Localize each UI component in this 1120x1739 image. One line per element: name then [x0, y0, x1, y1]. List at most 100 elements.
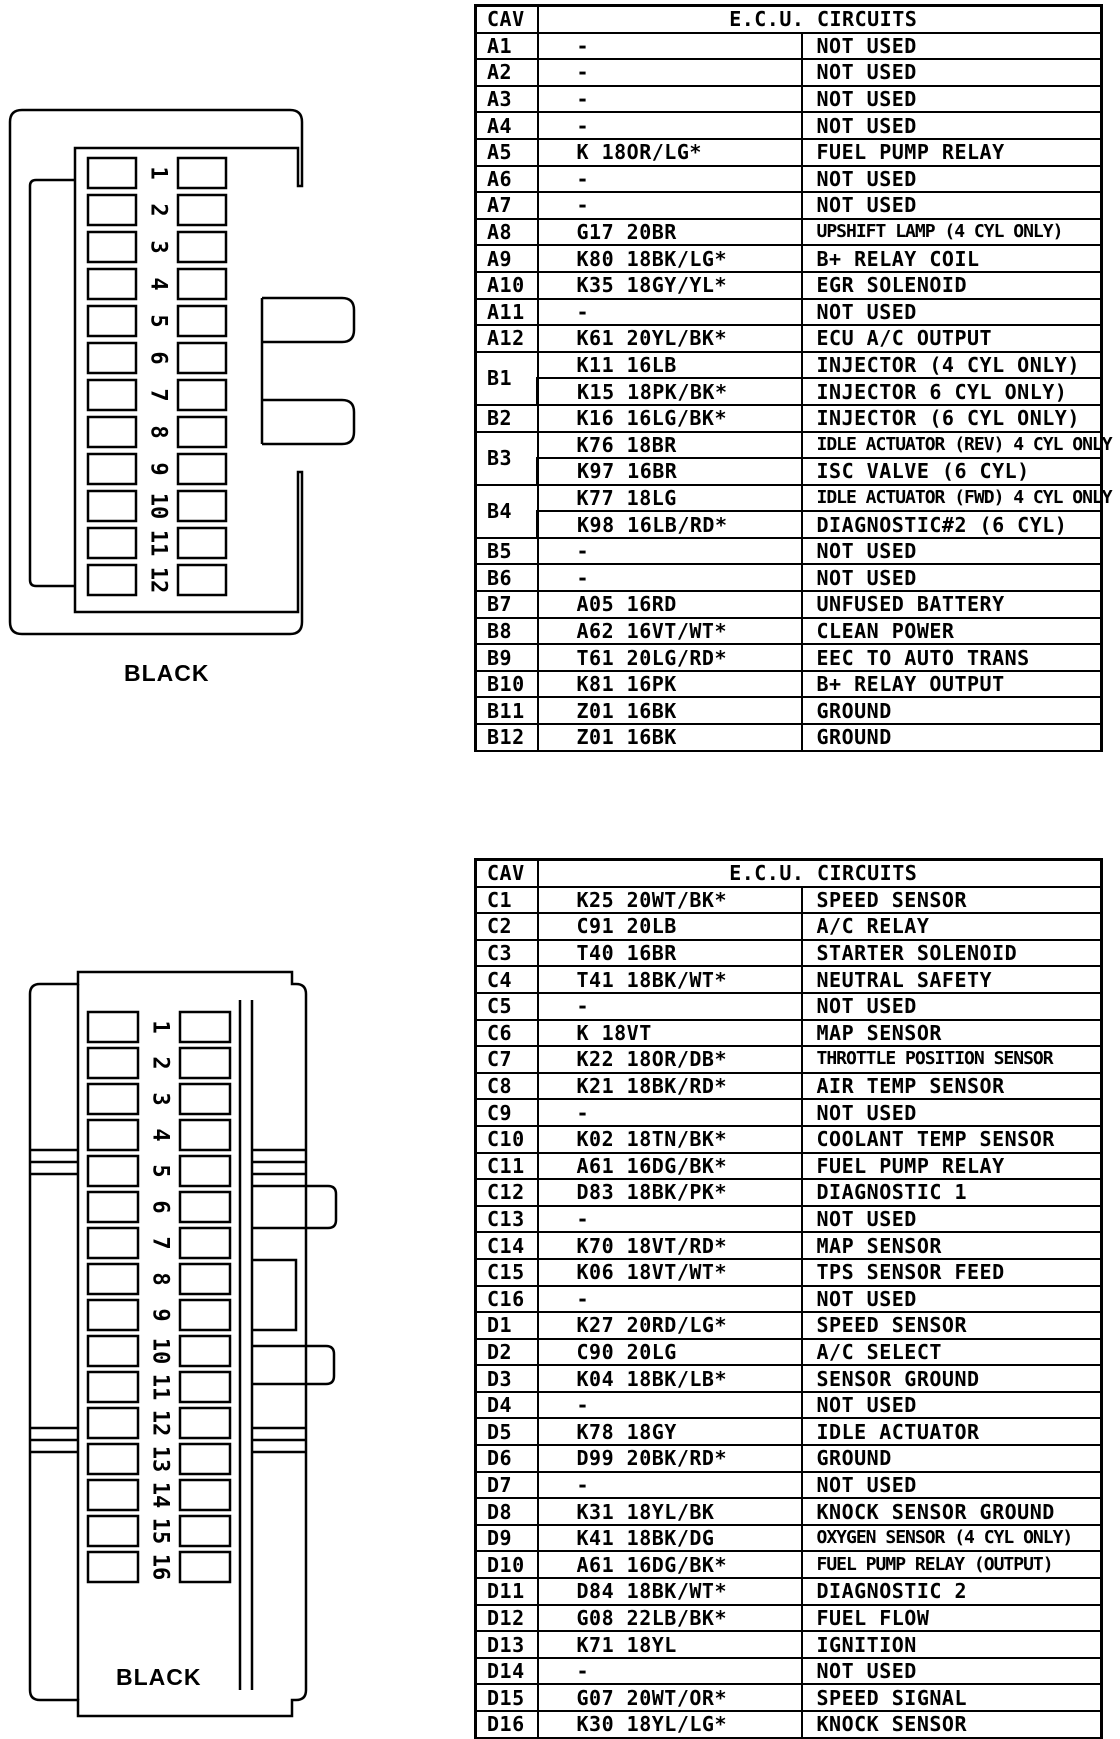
- cell-cav: D3: [474, 1364, 539, 1393]
- cell-wire: K78 18GY: [536, 1417, 803, 1447]
- table-row: A3-NOT USED: [474, 84, 1103, 114]
- cell-wire: -: [536, 84, 803, 114]
- pin-number: 3: [146, 240, 171, 253]
- table-row: A4-NOT USED: [474, 111, 1103, 140]
- cell-wire: K80 18BK/LG*: [536, 244, 803, 273]
- pin-number: 4: [148, 1128, 173, 1141]
- cell-function: NOT USED: [800, 111, 1103, 140]
- pin-number: 6: [146, 351, 171, 364]
- cell-cav: A5: [474, 137, 539, 167]
- pin-cavity-left: [86, 1046, 140, 1080]
- cell-cav: D1: [474, 1311, 539, 1340]
- cell-cav: C14: [474, 1231, 539, 1260]
- cell-function: NOT USED: [800, 58, 1103, 87]
- cell-function: UNFUSED BATTERY: [800, 590, 1103, 619]
- cell-function: NOT USED: [800, 1390, 1103, 1420]
- cell-wire: T40 16BR: [536, 938, 803, 968]
- cell-cav: C15: [474, 1257, 539, 1287]
- pin-number: 4: [146, 277, 171, 290]
- cell-function: INJECTOR (6 CYL ONLY): [800, 403, 1103, 433]
- cell-wire: Z01 16BK: [536, 696, 803, 726]
- cell-function: NOT USED: [800, 1470, 1103, 1500]
- cell-wire: K 18VT: [536, 1018, 803, 1048]
- pin-number: 2: [146, 203, 171, 216]
- pin-number: 7: [148, 1236, 173, 1249]
- cell-cav: D16: [474, 1710, 539, 1739]
- cell-cav: D14: [474, 1656, 539, 1686]
- pin-number: 5: [148, 1164, 173, 1177]
- pin-cavity-left: [86, 1550, 140, 1584]
- cell-function: EGR SOLENOID: [800, 270, 1103, 300]
- pin-cavity-left: [86, 452, 138, 486]
- cell-function: KNOCK SENSOR: [800, 1710, 1103, 1739]
- cell-function: KNOCK SENSOR GROUND: [800, 1497, 1103, 1526]
- cell-function: NOT USED: [800, 1204, 1103, 1234]
- cell-function: NEUTRAL SAFETY: [800, 965, 1103, 994]
- cell-function: TPS SENSOR FEED: [800, 1257, 1103, 1287]
- cell-cav: D4: [474, 1390, 539, 1420]
- connector-c-drawing: [28, 970, 338, 1718]
- cell-cav: B12: [474, 723, 539, 752]
- cell-wire: K21 18BK/RD*: [536, 1071, 803, 1101]
- cell-wire: Z01 16BK: [536, 723, 803, 752]
- connector-c-color-label: BLACK: [116, 1664, 202, 1690]
- cell-cav: D2: [474, 1337, 539, 1367]
- cell-cav: C4: [474, 965, 539, 994]
- cell-wire: -: [536, 1098, 803, 1127]
- cell-wire: G08 22LB/BK*: [536, 1603, 803, 1633]
- pin-number: 3: [148, 1092, 173, 1105]
- cell-cav: B4: [474, 483, 539, 539]
- cell-function: FUEL PUMP RELAY: [800, 1151, 1103, 1181]
- pin-cavity-left: [86, 230, 138, 264]
- pin-number: 16: [148, 1554, 173, 1581]
- table-row: D7-NOT USED: [474, 1470, 1103, 1500]
- pin-number: 13: [148, 1446, 173, 1473]
- cell-wire: -: [536, 1204, 803, 1234]
- cell-function: IDLE ACTUATOR: [800, 1417, 1103, 1447]
- pin-cavity-left: [86, 193, 138, 227]
- pin-cavity-left: [86, 1406, 140, 1440]
- cell-function: MAP SENSOR: [800, 1231, 1103, 1260]
- table-row: D14-NOT USED: [474, 1656, 1103, 1686]
- cell-cav: C2: [474, 912, 539, 941]
- cell-cav: D15: [474, 1683, 539, 1712]
- pin-cavity-right: [178, 1118, 232, 1152]
- pin-cavity-left: [86, 489, 138, 523]
- cell-function: FUEL PUMP RELAY (OUTPUT): [800, 1550, 1103, 1580]
- cell-wire: -: [536, 1390, 803, 1420]
- pin-cavity-left: [86, 1262, 140, 1296]
- cell-wire: K41 18BK/DG: [536, 1523, 803, 1553]
- pin-number: 8: [148, 1272, 173, 1285]
- cell-cav: C13: [474, 1204, 539, 1234]
- cell-cav: B7: [474, 590, 539, 619]
- cell-function: B+ RELAY COIL: [800, 244, 1103, 273]
- cell-wire: -: [536, 1284, 803, 1314]
- cell-wire: K04 18BK/LB*: [536, 1364, 803, 1393]
- table-row: C5-NOT USED: [474, 991, 1103, 1021]
- cell-wire: K15 18PK/BK*: [536, 377, 803, 406]
- pin-cavity-left: [86, 1190, 140, 1224]
- header-cav: CAV: [474, 3, 539, 34]
- cell-wire: K98 16LB/RD*: [536, 510, 803, 539]
- pin-cavity-right: [176, 378, 228, 412]
- cell-function: NOT USED: [800, 1098, 1103, 1127]
- pin-number: 2: [148, 1056, 173, 1069]
- pin-cavity-left: [86, 1442, 140, 1476]
- pin-cavity-right: [176, 563, 228, 597]
- cell-wire: K70 18VT/RD*: [536, 1231, 803, 1260]
- pin-cavity-right: [178, 1010, 232, 1044]
- pin-number: 6: [148, 1200, 173, 1213]
- table-row: B5-NOT USED: [474, 536, 1103, 566]
